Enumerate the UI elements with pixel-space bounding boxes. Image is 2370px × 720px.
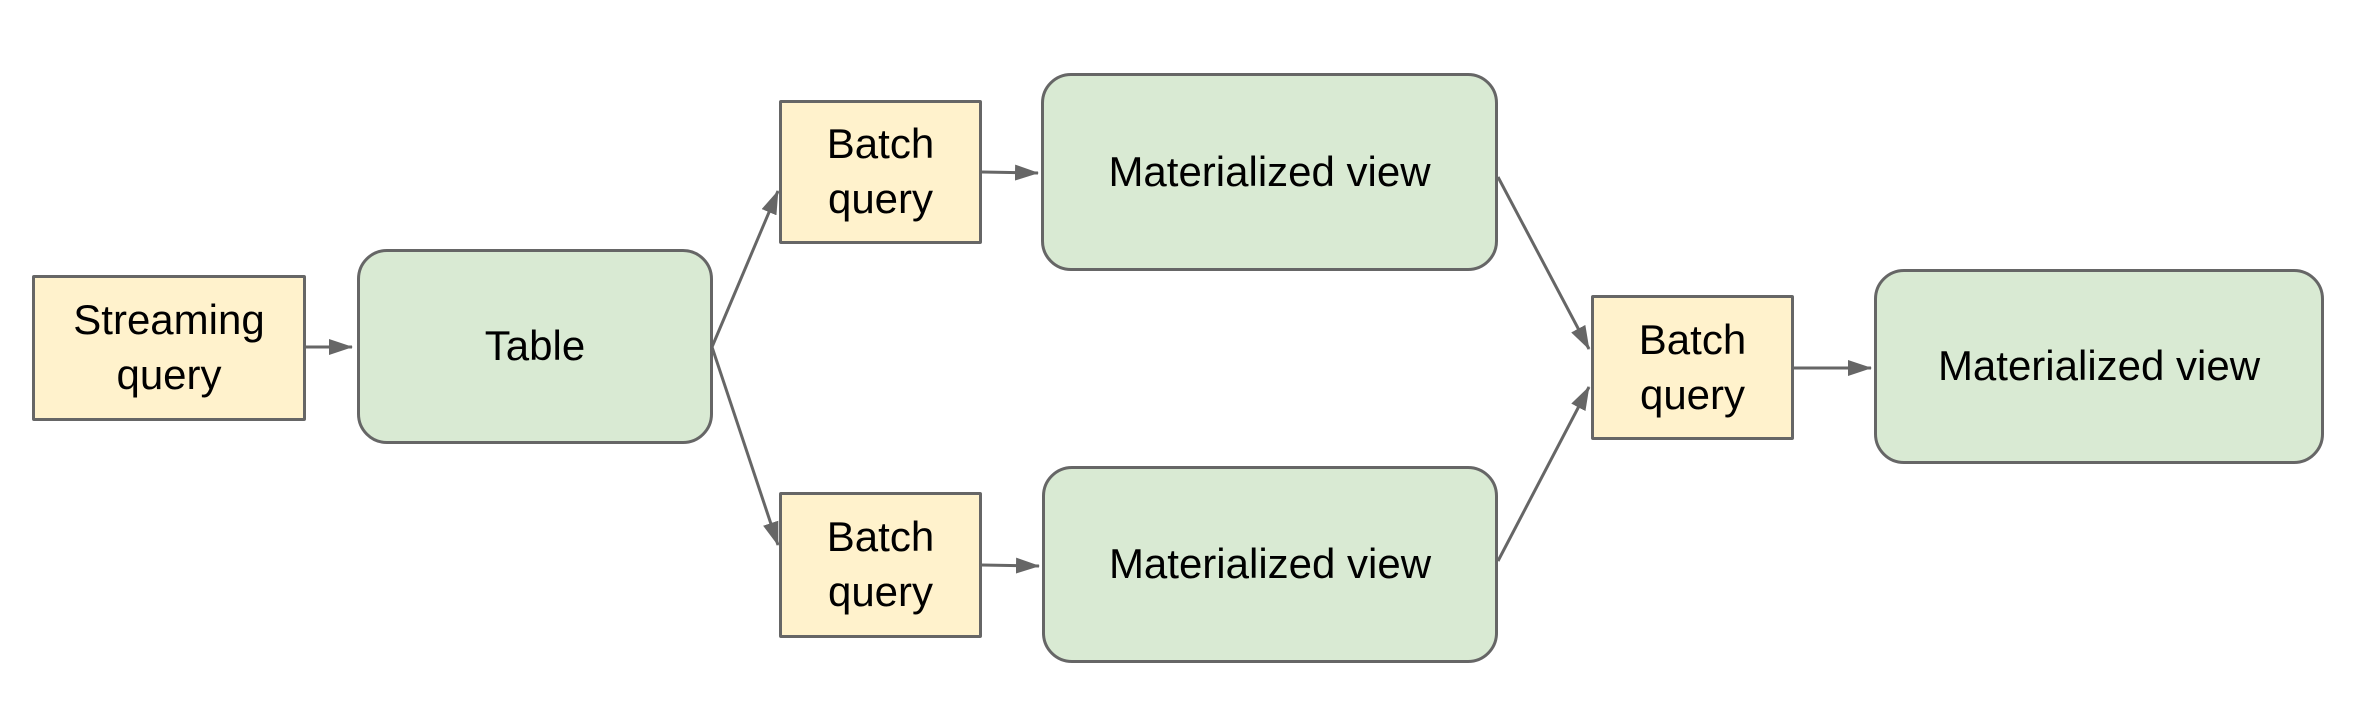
edge-materialized-view-top-to-batch-query-final — [1496, 176, 1591, 350]
node-materialized-view-top: Materialized view — [1041, 73, 1498, 271]
node-batch-query-bottom: Batch query — [779, 492, 982, 638]
node-batch-query-bottom-label: Batch query — [826, 513, 935, 615]
node-batch-query-final: Batch query — [1591, 295, 1794, 440]
node-batch-query-top-label: Batch query — [826, 120, 935, 222]
node-materialized-view-final-label: Materialized view — [1937, 342, 2261, 390]
edge-table-to-batch-query-top — [710, 190, 780, 348]
node-streaming-query: Streaming query — [32, 275, 306, 421]
node-table-label: Table — [484, 322, 586, 370]
node-table: Table — [357, 249, 713, 444]
edge-batch-query-top-to-materialized-view-top — [981, 164, 1039, 181]
edge-batch-query-bottom-to-materialized-view-bottom — [981, 557, 1040, 574]
edge-table-to-batch-query-bottom — [710, 346, 780, 546]
edge-materialized-view-bottom-to-batch-query-final — [1496, 386, 1591, 562]
node-materialized-view-bottom: Materialized view — [1042, 466, 1498, 663]
node-streaming-query-label: Streaming query — [73, 296, 265, 398]
node-batch-query-top: Batch query — [779, 100, 982, 244]
node-batch-query-final-label: Batch query — [1638, 315, 1747, 418]
node-materialized-view-bottom-label: Materialized view — [1108, 540, 1432, 588]
node-materialized-view-final: Materialized view — [1874, 269, 2324, 464]
node-materialized-view-top-label: Materialized view — [1108, 147, 1431, 195]
